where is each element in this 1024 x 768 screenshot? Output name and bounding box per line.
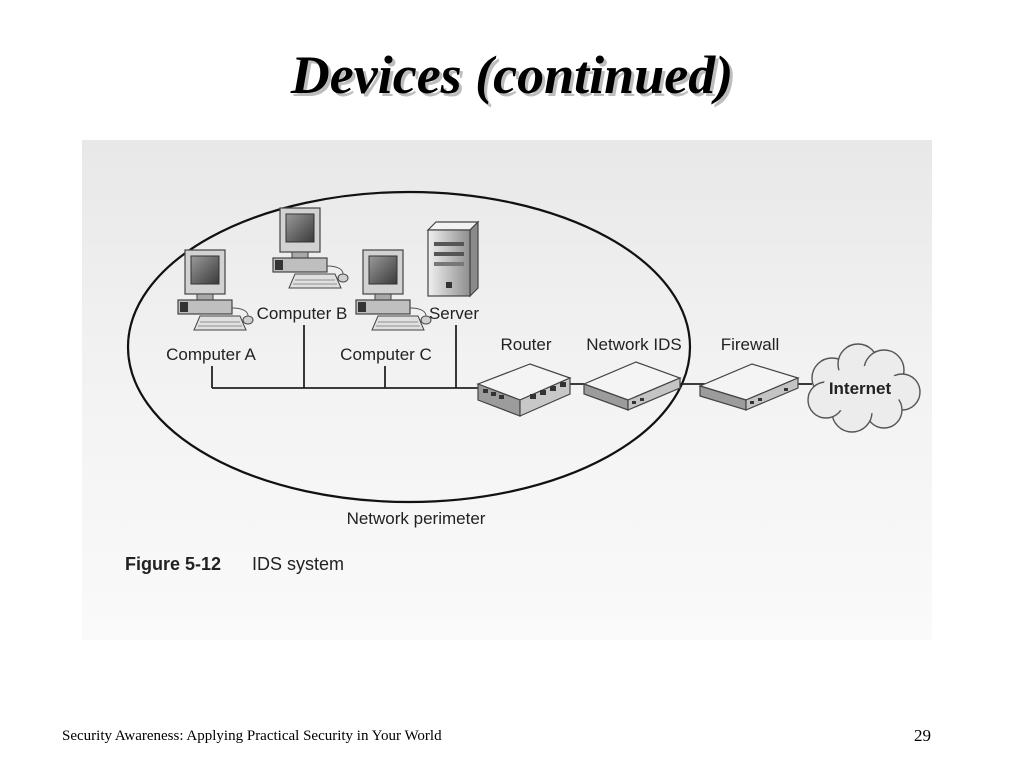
figure-number: Figure 5-12	[125, 554, 221, 574]
network-ids-label: Network IDS	[586, 335, 681, 354]
computer-a-label: Computer A	[166, 345, 256, 364]
page-number: 29	[914, 726, 931, 745]
slide-title: Devices (continued)	[290, 45, 734, 105]
internet-label: Internet	[829, 379, 892, 398]
slide-footer: Security Awareness: Applying Practical S…	[62, 728, 442, 744]
firewall-label: Firewall	[721, 335, 780, 354]
computer-b-icon	[272, 207, 349, 289]
router-label: Router	[500, 335, 551, 354]
computer-c-icon	[355, 249, 432, 331]
internet-cloud-icon	[807, 343, 921, 433]
computer-c-label: Computer C	[340, 345, 432, 364]
network-perimeter-label: Network perimeter	[347, 509, 486, 528]
network-perimeter-ellipse	[126, 190, 692, 504]
firewall-icon	[698, 363, 800, 411]
network-ids-icon	[582, 361, 682, 411]
server-icon	[426, 220, 480, 298]
server-label: Server	[429, 304, 479, 323]
figure-caption: IDS system	[252, 554, 344, 574]
computer-a-icon	[177, 249, 254, 331]
computer-b-label: Computer B	[257, 304, 348, 323]
router-icon	[476, 363, 572, 417]
